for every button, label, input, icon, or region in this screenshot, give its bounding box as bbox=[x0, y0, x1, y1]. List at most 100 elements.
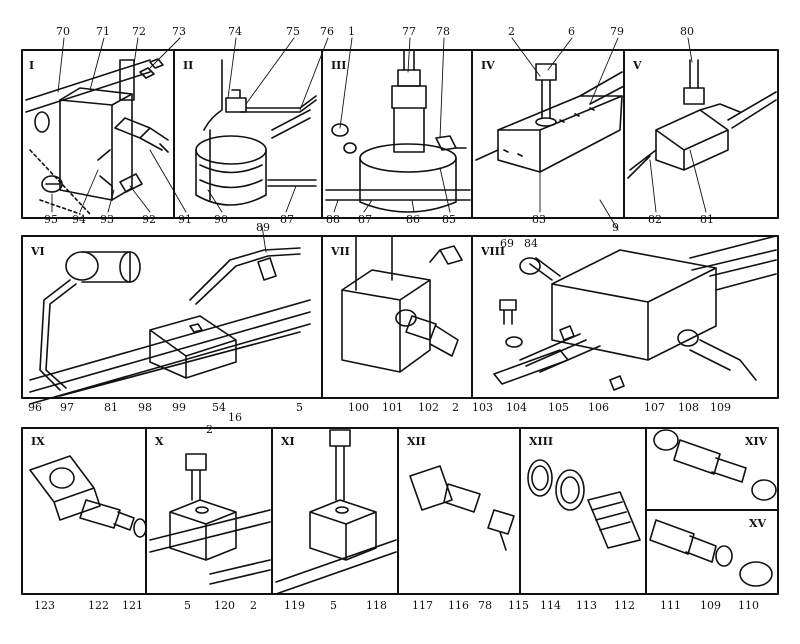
panel-5-drawing bbox=[628, 60, 776, 178]
panel-label-5: V bbox=[632, 59, 643, 72]
callout-number: 2 bbox=[508, 25, 515, 38]
panel-12-drawing bbox=[410, 466, 514, 550]
callout-number: 120 bbox=[214, 599, 235, 612]
panel-frames bbox=[22, 50, 778, 594]
callout-number: 111 bbox=[660, 599, 681, 612]
callout-number: 97 bbox=[60, 401, 74, 414]
panel-label-14: XIV bbox=[744, 435, 769, 448]
callout-number: 5 bbox=[330, 599, 337, 612]
callout-number: 85 bbox=[442, 213, 456, 226]
callout-number: 87 bbox=[358, 213, 372, 226]
panel-9-drawing bbox=[30, 456, 146, 537]
callout-number: 79 bbox=[610, 25, 624, 38]
panel-4-drawing bbox=[476, 64, 624, 172]
callout-number: 74 bbox=[228, 25, 242, 38]
callout-number: 72 bbox=[132, 25, 146, 38]
callout-number: 102 bbox=[418, 401, 439, 414]
callout-number: 93 bbox=[100, 213, 114, 226]
callout-number: 86 bbox=[406, 213, 420, 226]
callout-number: 88 bbox=[326, 213, 340, 226]
callout-number: 1 bbox=[348, 25, 355, 38]
callout-number: 91 bbox=[178, 213, 192, 226]
callout-number: 81 bbox=[700, 213, 714, 226]
callout-number: 108 bbox=[678, 401, 699, 414]
callout-number: 5 bbox=[296, 401, 303, 414]
panel-label-4: IV bbox=[480, 59, 496, 72]
panel-label-10: X bbox=[154, 435, 165, 448]
callout-number: 100 bbox=[348, 401, 369, 414]
panel-label-3: III bbox=[330, 59, 348, 72]
callout-number: 105 bbox=[548, 401, 569, 414]
callout-number: 109 bbox=[700, 599, 721, 612]
panel-label-12: XII bbox=[406, 435, 427, 448]
panel-2-drawing bbox=[196, 60, 316, 205]
callout-number: 6 bbox=[568, 25, 575, 38]
panel-6-drawing bbox=[30, 248, 310, 404]
callout-number: 2 bbox=[452, 401, 459, 414]
panel-label-1: I bbox=[28, 59, 36, 72]
callout-number: 92 bbox=[142, 213, 156, 226]
callout-number: 115 bbox=[508, 599, 529, 612]
callout-number: 94 bbox=[72, 213, 86, 226]
callout-number: 73 bbox=[172, 25, 186, 38]
panel-label-8: VIII bbox=[480, 245, 506, 258]
callout-number: 114 bbox=[540, 599, 561, 612]
callout-number: 84 bbox=[524, 237, 538, 250]
callout-number: 110 bbox=[738, 599, 759, 612]
callout-number: 99 bbox=[172, 401, 186, 414]
callout-number: 117 bbox=[412, 599, 433, 612]
callout-number: 121 bbox=[122, 599, 143, 612]
panel-15-drawing bbox=[650, 520, 772, 586]
callout-number: 76 bbox=[320, 25, 334, 38]
panel-label-13: XIII bbox=[528, 435, 554, 448]
callout-number: 5 bbox=[184, 599, 191, 612]
panel-8-drawing bbox=[494, 236, 776, 390]
callout-number: 9 bbox=[612, 221, 619, 234]
callout-number: 107 bbox=[644, 401, 665, 414]
callout-number: 103 bbox=[472, 401, 493, 414]
callout-number: 95 bbox=[44, 213, 58, 226]
callout-number: 104 bbox=[506, 401, 527, 414]
callout-number: 75 bbox=[286, 25, 300, 38]
panel-label-15: XV bbox=[748, 517, 768, 530]
callout-number: 101 bbox=[382, 401, 403, 414]
callout-number: 16 bbox=[228, 411, 242, 424]
callout-number: 78 bbox=[436, 25, 450, 38]
callout-number: 80 bbox=[680, 25, 694, 38]
panel-10-drawing bbox=[150, 454, 270, 584]
callout-number: 98 bbox=[138, 401, 152, 414]
panel-label-2: II bbox=[182, 59, 195, 72]
callout-number: 109 bbox=[710, 401, 731, 414]
panel-3-drawing bbox=[326, 50, 470, 212]
panel-1-drawing bbox=[26, 59, 168, 214]
panel-11-drawing bbox=[276, 430, 396, 594]
callout-number: 123 bbox=[34, 599, 55, 612]
callout-number: 70 bbox=[56, 25, 70, 38]
callout-number: 113 bbox=[576, 599, 597, 612]
panel-7-drawing bbox=[342, 236, 462, 372]
callout-number: 116 bbox=[448, 599, 469, 612]
callout-number: 89 bbox=[256, 221, 270, 234]
panel-label-11: XI bbox=[280, 435, 296, 448]
panel-14-drawing bbox=[654, 430, 776, 500]
callout-number: 122 bbox=[88, 599, 109, 612]
callout-number: 71 bbox=[96, 25, 110, 38]
callout-number: 77 bbox=[402, 25, 416, 38]
callout-number: 78 bbox=[478, 599, 492, 612]
callout-number: 87 bbox=[280, 213, 294, 226]
callout-number: 83 bbox=[532, 213, 546, 226]
callout-number: 54 bbox=[212, 401, 226, 414]
callout-number: 112 bbox=[614, 599, 635, 612]
panel-label-6: VI bbox=[30, 245, 46, 258]
callout-number: 2 bbox=[206, 423, 213, 436]
panel-label-7: VII bbox=[330, 245, 351, 258]
callout-number: 82 bbox=[648, 213, 662, 226]
callout-number: 106 bbox=[588, 401, 609, 414]
leader-lines bbox=[52, 38, 706, 252]
callout-number: 69 bbox=[500, 237, 514, 250]
callout-number: 96 bbox=[28, 401, 42, 414]
callout-number: 90 bbox=[214, 213, 228, 226]
panel-13-drawing bbox=[528, 460, 640, 548]
